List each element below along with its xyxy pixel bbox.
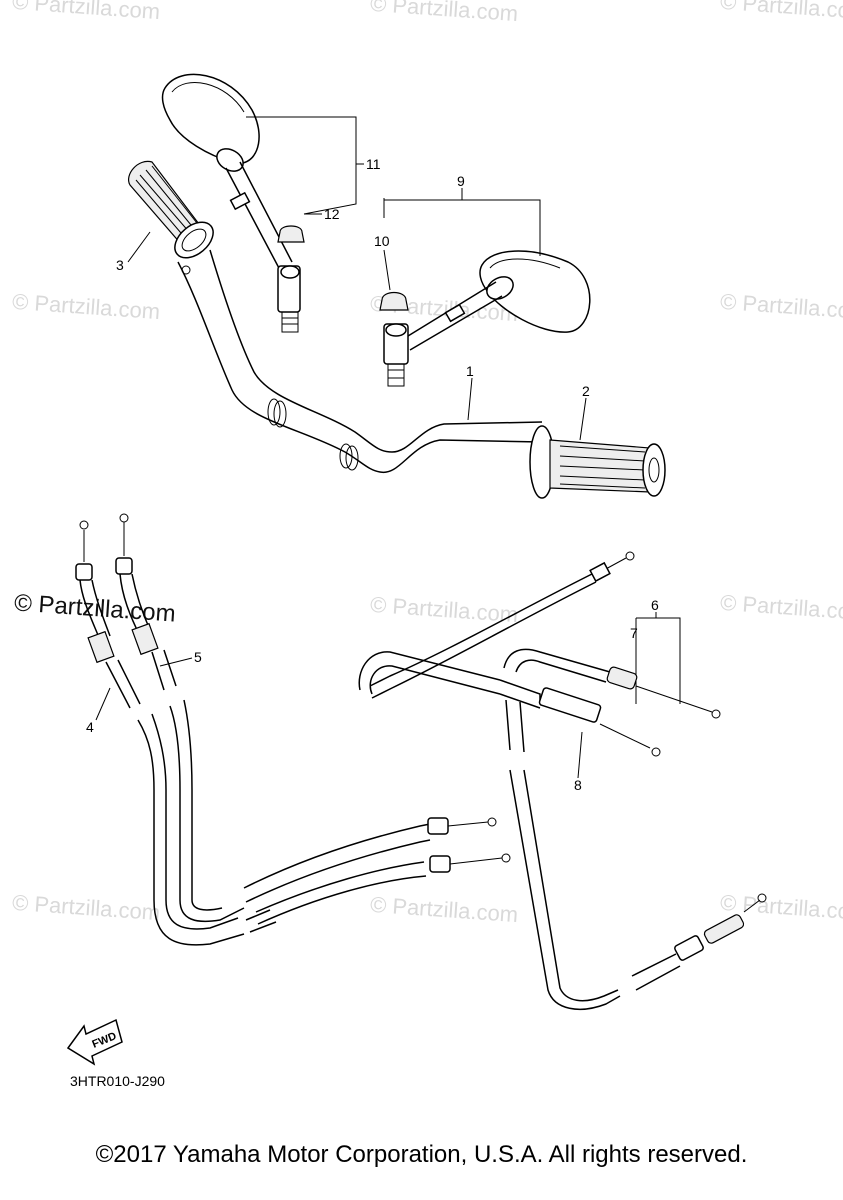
cap-10: [379, 291, 409, 311]
callout-9: 9: [457, 173, 465, 189]
leader-lines: [95, 116, 681, 779]
callout-8: 8: [574, 777, 582, 793]
right-mirror: [383, 250, 591, 387]
fwd-arrow-icon: FWD: [66, 1018, 123, 1066]
callout-12: 12: [324, 206, 340, 222]
handlebar: [177, 249, 543, 473]
callout-2: 2: [582, 383, 590, 399]
callout-5: 5: [194, 649, 202, 665]
callout-3: 3: [116, 257, 124, 273]
cap-12: [277, 225, 305, 243]
throttle-cables: [75, 513, 511, 946]
callout-4: 4: [86, 719, 94, 735]
callout-10: 10: [374, 233, 390, 249]
callout-6: 6: [651, 597, 659, 613]
right-grip: [529, 425, 666, 499]
callout-1: 1: [466, 363, 474, 379]
diagram-code: 3HTR010-J290: [70, 1073, 165, 1089]
callout-7: 7: [630, 625, 638, 641]
callout-11: 11: [366, 156, 381, 172]
copyright-notice: ©2017 Yamaha Motor Corporation, U.S.A. A…: [95, 1141, 748, 1168]
clutch-cables: [358, 551, 767, 1011]
left-mirror: [161, 73, 301, 333]
left-grip: [128, 160, 214, 259]
